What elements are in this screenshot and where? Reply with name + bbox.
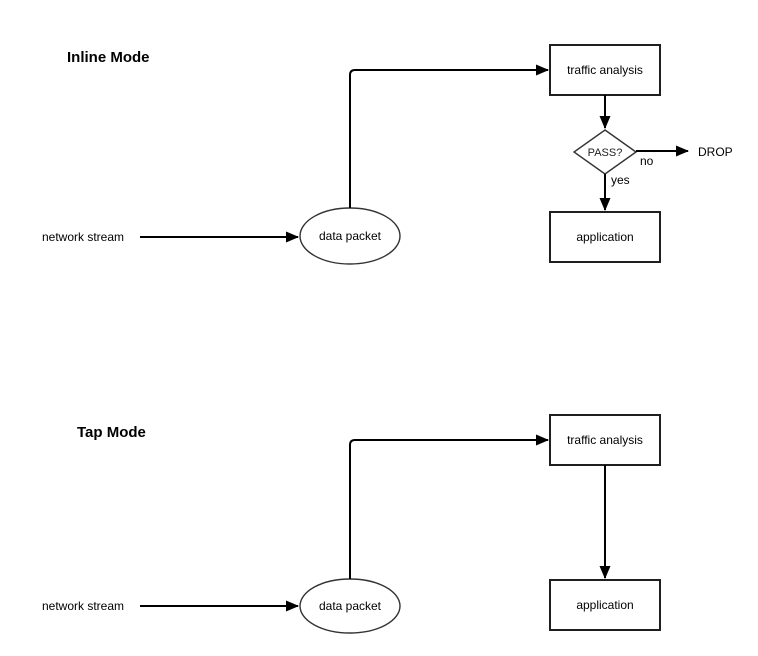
tap-edge-data-packet-to-traffic-analysis: [349, 434, 549, 579]
inline-edge-yes-label: yes: [611, 173, 630, 187]
inline-traffic-analysis-node: [549, 44, 661, 96]
inline-traffic-analysis-label: traffic analysis: [567, 63, 643, 77]
inline-drop-label: DROP: [698, 145, 733, 159]
inline-application-label: application: [576, 230, 633, 244]
tap-traffic-analysis-node: [549, 414, 661, 466]
tap-data-packet-label: data packet: [319, 599, 382, 613]
tap-mode-title: Tap Mode: [77, 424, 146, 441]
tap-mode-diagram: Tap Mode network stream data packet traf…: [42, 414, 661, 634]
inline-mode-title: Inline Mode: [67, 49, 150, 66]
tap-application-label: application: [576, 598, 633, 612]
inline-network-stream-label: network stream: [42, 230, 124, 244]
tap-network-stream-label: network stream: [42, 599, 124, 613]
inline-application-node: [549, 211, 661, 263]
tap-traffic-analysis-label: traffic analysis: [567, 433, 643, 447]
inline-edge-no-label: no: [640, 154, 654, 168]
inline-mode-diagram: Inline Mode network stream data packet t…: [42, 44, 733, 265]
inline-pass-decision-label: PASS?: [588, 147, 623, 159]
inline-edge-data-packet-to-traffic-analysis: [349, 64, 549, 208]
tap-application-node: [549, 579, 661, 631]
inline-data-packet-label: data packet: [319, 229, 382, 243]
